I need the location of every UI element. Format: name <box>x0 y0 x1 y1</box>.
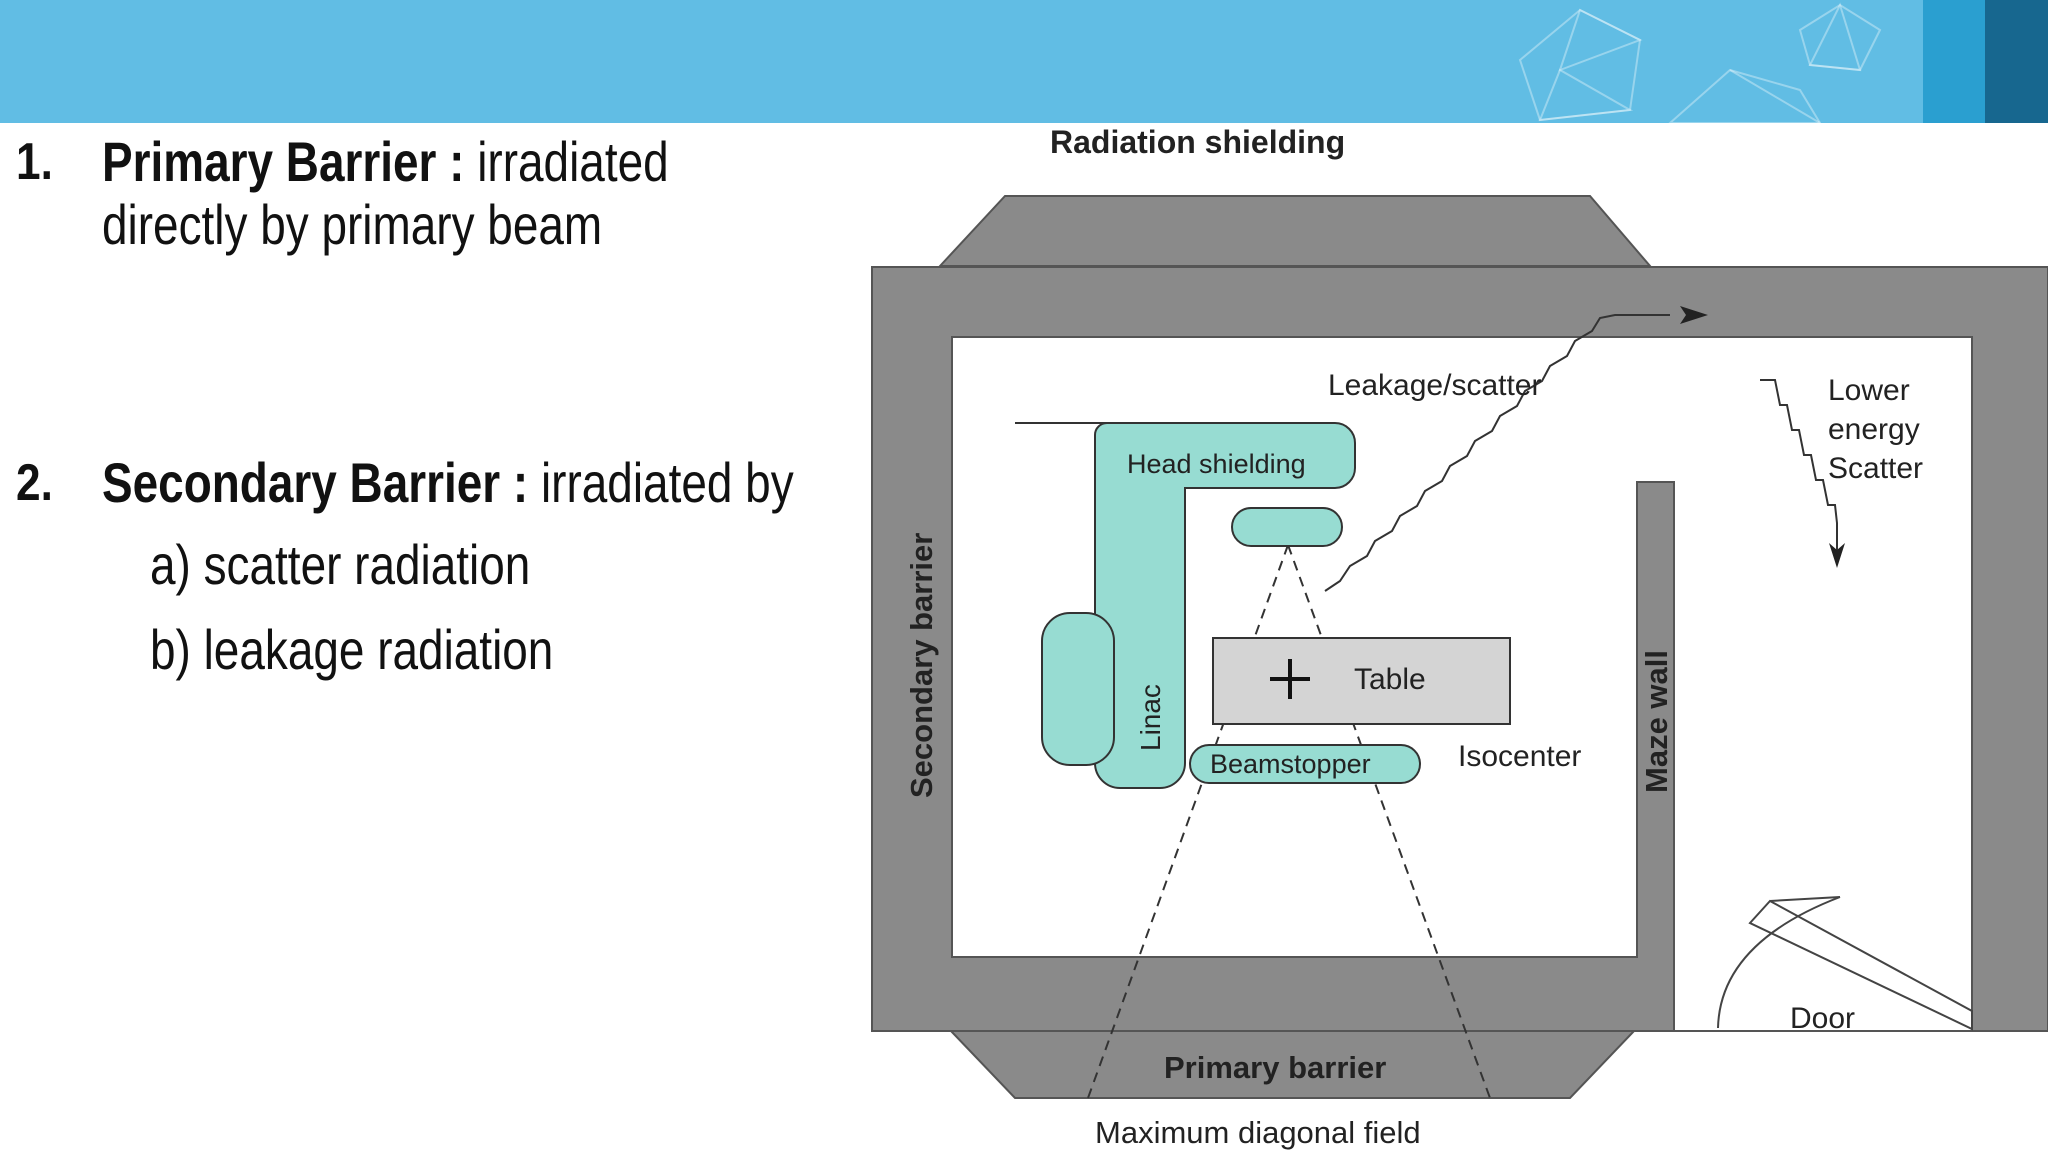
shielding-walls <box>871 266 2048 1032</box>
lower-energy-label-line1: Lower <box>1828 374 1910 407</box>
item-2-term: Secondary Barrier : <box>102 451 529 514</box>
item-1-number: 1. <box>16 133 53 191</box>
polygon-decoration-icon <box>1518 2 1882 123</box>
linac-label: Linac <box>1135 684 1166 751</box>
lower-energy-label-line3: Scatter <box>1828 452 1923 485</box>
top-barrier-bump <box>937 195 1653 267</box>
item-1-rest: irradiated <box>464 130 669 193</box>
head-shielding-label: Head shielding <box>1127 449 1306 479</box>
beamstopper-label: Beamstopper <box>1210 749 1371 779</box>
item-1-line2: directly by primary beam <box>102 193 603 256</box>
item-1-term: Primary Barrier : <box>102 130 465 193</box>
header-accent-dark <box>1985 0 2048 123</box>
leakage-scatter-label: Leakage/scatter <box>1328 369 1541 402</box>
primary-barrier-label: Primary barrier <box>1164 1050 1386 1085</box>
leakage-scatter-arrowhead <box>1680 306 1708 324</box>
sub-item-scatter: a) scatter radiation <box>150 533 531 596</box>
isocenter-cross-icon <box>1270 659 1310 699</box>
sub-item-leakage: b) leakage radiation <box>150 618 554 681</box>
item-1-text: Primary Barrier : irradiated <box>102 130 669 194</box>
max-diagonal-field-label: Maximum diagonal field <box>1095 1115 1421 1150</box>
door <box>1748 899 1973 1031</box>
maze-wall-label: Maze wall <box>1639 650 1674 793</box>
beamstopper <box>1189 744 1421 784</box>
diagram-title: Radiation shielding <box>1050 124 1345 160</box>
linac-side-housing <box>1041 612 1115 766</box>
treatment-table <box>1212 637 1511 725</box>
door-label: Door <box>1790 1002 1855 1035</box>
beam-lines <box>1087 544 1491 1099</box>
secondary-barrier-label: Secondary barrier <box>904 533 939 798</box>
door-swing-arc <box>1717 896 1841 1029</box>
isocenter-label: Isocenter <box>1458 740 1581 773</box>
header-accent-light <box>1923 0 1985 123</box>
item-2-rest: irradiated by <box>528 451 794 514</box>
leakage-scatter-arrow <box>1324 314 1670 592</box>
item-2-number: 2. <box>16 454 53 512</box>
lower-energy-label-line2: energy <box>1828 413 1920 446</box>
text-panel: 1. Primary Barrier : irradiated directly… <box>0 123 870 1152</box>
door-swing-line <box>1769 896 1841 902</box>
lower-energy-arrowhead <box>1829 543 1845 568</box>
linac-collimator <box>1231 507 1343 547</box>
lower-energy-scatter-arrow <box>1760 379 1838 553</box>
radiation-shielding-diagram: Radiation shielding Table Head shielding… <box>871 124 2048 1150</box>
table-label: Table <box>1354 663 1426 696</box>
item-2-text: Secondary Barrier : irradiated by <box>102 451 794 515</box>
header-bar <box>0 0 2048 123</box>
